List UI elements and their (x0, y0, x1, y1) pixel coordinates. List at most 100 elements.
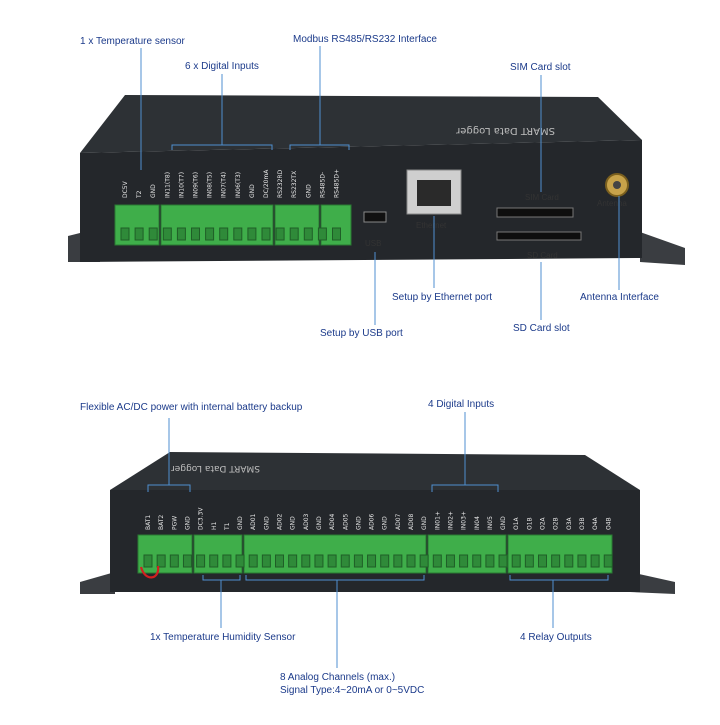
usb-port (363, 211, 387, 223)
terminal-label: O4A (592, 516, 599, 530)
terminal-screw (182, 554, 192, 568)
terminal-screw (564, 554, 574, 568)
terminal-label: GND (500, 516, 507, 530)
terminal-label: AD05 (342, 513, 349, 530)
terminal-label: IN08(T5) (207, 172, 214, 198)
terminal-screw (134, 227, 144, 241)
terminal-label: RS232TX (291, 171, 298, 198)
terminal-label: RS485D- (319, 172, 326, 198)
callout-setup-ethernet: Setup by Ethernet port (392, 292, 493, 303)
terminal-label: O4B (605, 517, 612, 530)
terminal-label: AD01 (250, 513, 257, 530)
antenna-connector-core (613, 181, 621, 189)
terminal-screw (353, 554, 363, 568)
terminal-screw (419, 554, 429, 568)
sim-card-slot (496, 207, 574, 218)
antenna-label: Antenna (597, 199, 627, 208)
terminal-screw (233, 227, 243, 241)
terminal-screw (317, 227, 327, 241)
terminal-label: RS485D+ (334, 169, 341, 198)
callout-temp-humidity: 1x Temperature Humidity Sensor (150, 632, 296, 643)
leader-analog-bracket (245, 575, 425, 581)
callout-relay-outputs: 4 Relay Outputs (520, 632, 592, 643)
terminal-screw (432, 554, 442, 568)
terminal-screw (327, 554, 337, 568)
terminal-screw (485, 554, 495, 568)
bottom-right-flange (630, 572, 675, 594)
terminal-screw (148, 227, 158, 241)
terminal-screw (445, 554, 455, 568)
terminal-label: GND (263, 516, 270, 530)
terminal-screw (380, 554, 390, 568)
terminal-screw (406, 554, 416, 568)
terminal-label: O1B (526, 517, 533, 530)
top-right-flange (640, 232, 685, 265)
terminal-screw (590, 554, 600, 568)
terminal-screw (524, 554, 534, 568)
terminal-label: GND (184, 516, 191, 530)
terminal-label: RS232RD (277, 169, 284, 198)
terminal-label: GND (421, 516, 428, 530)
terminal-label: T2 (136, 190, 143, 199)
terminal-label: O2A (540, 516, 547, 530)
terminal-label: IN06(T3) (235, 172, 242, 198)
leader-relay-bracket (509, 575, 609, 581)
callout-setup-usb: Setup by USB port (320, 328, 403, 339)
terminal-screw (288, 554, 298, 568)
terminal-screw (120, 227, 130, 241)
terminal-screw (393, 554, 403, 568)
terminal-label: GND (382, 516, 389, 530)
terminal-screw (551, 554, 561, 568)
terminal-label: O2B (553, 517, 560, 530)
terminal-screw (156, 554, 166, 568)
ethernet-port-label: Ethernet (416, 221, 447, 230)
terminal-screw (603, 554, 613, 568)
terminal-screw (303, 227, 313, 241)
callout-sim-slot: SIM Card slot (510, 62, 571, 73)
terminal-label: IN05 (487, 516, 494, 530)
terminal-screw (289, 227, 299, 241)
terminal-screw (191, 227, 200, 241)
bottom-device-lid (110, 452, 640, 490)
terminal-label: GND (237, 516, 244, 530)
terminal-screw (247, 227, 257, 241)
top-device-lid (80, 95, 642, 153)
terminal-label: GND (150, 184, 157, 198)
terminal-screw (235, 554, 245, 568)
leader-lines (140, 46, 620, 668)
terminal-screw (538, 554, 547, 568)
terminal-screw (332, 227, 341, 241)
callout-analog-line1: 8 Analog Channels (max.) (280, 672, 396, 683)
terminal-label: T1 (224, 522, 231, 531)
ethernet-port-inner (417, 180, 451, 206)
terminal-screw (275, 554, 284, 568)
sd-card-slot (496, 231, 582, 241)
terminal-label: IN04 (474, 516, 481, 530)
callout-digital-inputs-4: 4 Digital Inputs (428, 399, 495, 410)
top-brand-text: SMART Data Logger (455, 125, 555, 136)
terminal-label: AD04 (329, 513, 336, 530)
bottom-brand-text: SMART Data Logger (171, 463, 260, 473)
terminal-label: DC5V (122, 180, 129, 198)
terminal-label: GND (316, 516, 323, 530)
terminal-screw (577, 554, 587, 568)
terminal-label: O1A (513, 516, 520, 530)
terminal-screw (261, 227, 271, 241)
terminal-label: IN07(T4) (221, 172, 228, 198)
terminal-label: IN01+ (434, 511, 441, 530)
terminal-label: GND (305, 184, 312, 198)
terminal-label: O3B (579, 517, 586, 530)
terminal-screw (248, 554, 258, 568)
terminal-label: AD03 (303, 513, 310, 530)
terminal-label: AD02 (277, 513, 284, 530)
terminal-label: O3A (566, 516, 573, 530)
terminal-label: DC/20mA (263, 169, 270, 198)
terminal-screw (196, 554, 206, 568)
terminal-label: IN10(T7) (178, 172, 185, 198)
terminal-label: IN02+ (447, 511, 454, 530)
terminal-screw (261, 554, 271, 568)
terminal-screw (162, 227, 172, 241)
